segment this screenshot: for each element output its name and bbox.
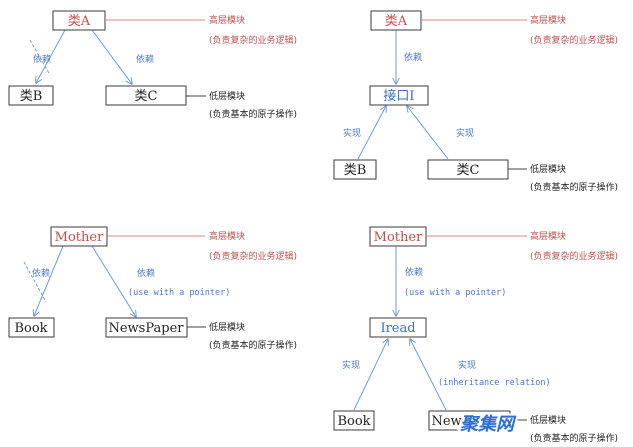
diagram-2: 依赖 实现 实现 类A 高层模块 (负责复杂的业务逻辑) 接口I 类B 类C 低… [333, 10, 618, 193]
arrow-mother-to-book-crossout [23, 261, 47, 303]
box-book-label: Book [337, 414, 370, 429]
note-low-level-desc: (负责基本的原子操作) [209, 108, 297, 120]
edge-label-depend-sub: (use with a pointer) [404, 288, 506, 298]
note-high-level: 高层模块 [209, 14, 245, 26]
note-low-level-desc: (负责基本的原子操作) [209, 339, 297, 351]
box-class-a-label: 类A [385, 14, 408, 29]
arrow-mother-to-newspaper [91, 245, 136, 317]
note-low-level: 低层模块 [530, 414, 566, 426]
box-class-b-label: 类B [20, 89, 43, 104]
box-class-b [8, 85, 54, 106]
box-book-label: Book [14, 321, 47, 336]
note-high-level-desc: (负责复杂的业务逻辑) [530, 34, 618, 46]
arrow-newspaper-impl-iread [410, 339, 447, 411]
arrow-book-impl-iread [353, 339, 388, 411]
note-high-level: 高层模块 [530, 230, 566, 242]
diagram-1: 依赖 依赖 类A 高层模块 (负责复杂的业务逻辑) 类B 类C 低层模块 (负责… [8, 10, 297, 120]
box-iread [369, 317, 427, 338]
diagram-4: 依赖 (use with a pointer) 实现 实现 (inheritan… [333, 226, 618, 444]
box-newspaper-label: NewsPaper [108, 321, 184, 336]
arrow-b-impl-interface [357, 106, 386, 160]
note-low-level-desc: (负责基本的原子操作) [530, 432, 618, 444]
arrow-a-to-b-crossout [29, 39, 51, 76]
box-newspaper-label: NewsPaper [431, 414, 507, 429]
box-interface-i-label: 接口I [383, 88, 414, 104]
note-low-level-desc: (负责基本的原子操作) [530, 181, 618, 193]
arrow-a-to-b [36, 29, 66, 83]
box-class-a-label: 类A [68, 14, 91, 29]
diagram-3: 依赖 依赖 (use with a pointer) Mother 高层模块 (… [8, 226, 297, 351]
box-mother-label: Mother [374, 230, 423, 245]
box-book [333, 410, 375, 431]
arrow-a-to-c [91, 29, 132, 84]
note-low-level: 低层模块 [209, 321, 245, 333]
arrow-c-impl-interface [407, 106, 449, 160]
box-class-c-label: 类C [135, 89, 158, 104]
arrow-mother-to-book [34, 245, 64, 316]
watermark: 聚集网 聚集网 [457, 412, 519, 437]
edge-label-right: 依赖 [137, 267, 155, 279]
edge-label-left: 依赖 [33, 53, 51, 65]
box-class-b [333, 159, 377, 180]
note-high-level: 高层模块 [530, 14, 566, 26]
box-class-c-label: 类C [457, 163, 480, 178]
edge-label-left: 依赖 [32, 267, 50, 279]
edge-label-right: 依赖 [136, 53, 154, 65]
edge-label-impl-right: 实现 [458, 359, 476, 371]
box-interface-i [369, 85, 429, 106]
note-high-level-desc: (负责复杂的业务逻辑) [530, 250, 618, 262]
box-mother-label: Mother [55, 230, 104, 245]
edge-label-depend: 依赖 [404, 51, 422, 63]
edge-label-impl-right: 实现 [456, 127, 474, 139]
box-iread-label: Iread [380, 321, 415, 336]
edge-label-right-sub: (use with a pointer) [128, 288, 230, 298]
edge-label-impl-left: 实现 [343, 127, 361, 139]
box-class-b-label: 类B [344, 163, 367, 178]
note-high-level: 高层模块 [209, 230, 245, 242]
watermark-halo: 聚集网 [459, 414, 517, 435]
note-low-level: 低层模块 [530, 163, 566, 175]
edge-label-depend: 依赖 [405, 266, 423, 278]
watermark-text: 聚集网 [459, 414, 517, 435]
note-low-level: 低层模块 [209, 90, 245, 102]
edge-label-impl-right-sub: (inheritance relation) [438, 378, 551, 388]
note-high-level-desc: (负责复杂的业务逻辑) [209, 250, 297, 262]
note-high-level-desc: (负责复杂的业务逻辑) [209, 34, 297, 46]
edge-label-impl-left: 实现 [342, 359, 360, 371]
box-book [8, 317, 55, 338]
